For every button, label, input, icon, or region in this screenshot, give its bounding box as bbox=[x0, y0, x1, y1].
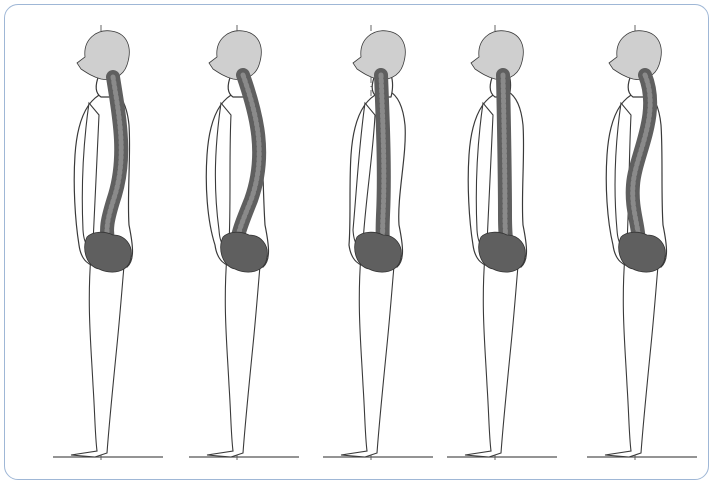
legs bbox=[71, 255, 125, 457]
legs bbox=[605, 255, 659, 457]
posture-figure-2 bbox=[189, 25, 299, 463]
posture-figure-4 bbox=[447, 25, 557, 463]
legs bbox=[207, 255, 261, 457]
posture-figure-1 bbox=[53, 25, 163, 463]
head bbox=[209, 31, 261, 80]
posture-figure-5 bbox=[587, 25, 697, 463]
illustration-frame bbox=[4, 4, 709, 480]
posture-illustration bbox=[5, 5, 709, 480]
legs bbox=[465, 255, 519, 457]
legs bbox=[341, 255, 395, 457]
head bbox=[77, 31, 129, 80]
head bbox=[609, 31, 661, 80]
posture-figure-3 bbox=[323, 25, 433, 463]
